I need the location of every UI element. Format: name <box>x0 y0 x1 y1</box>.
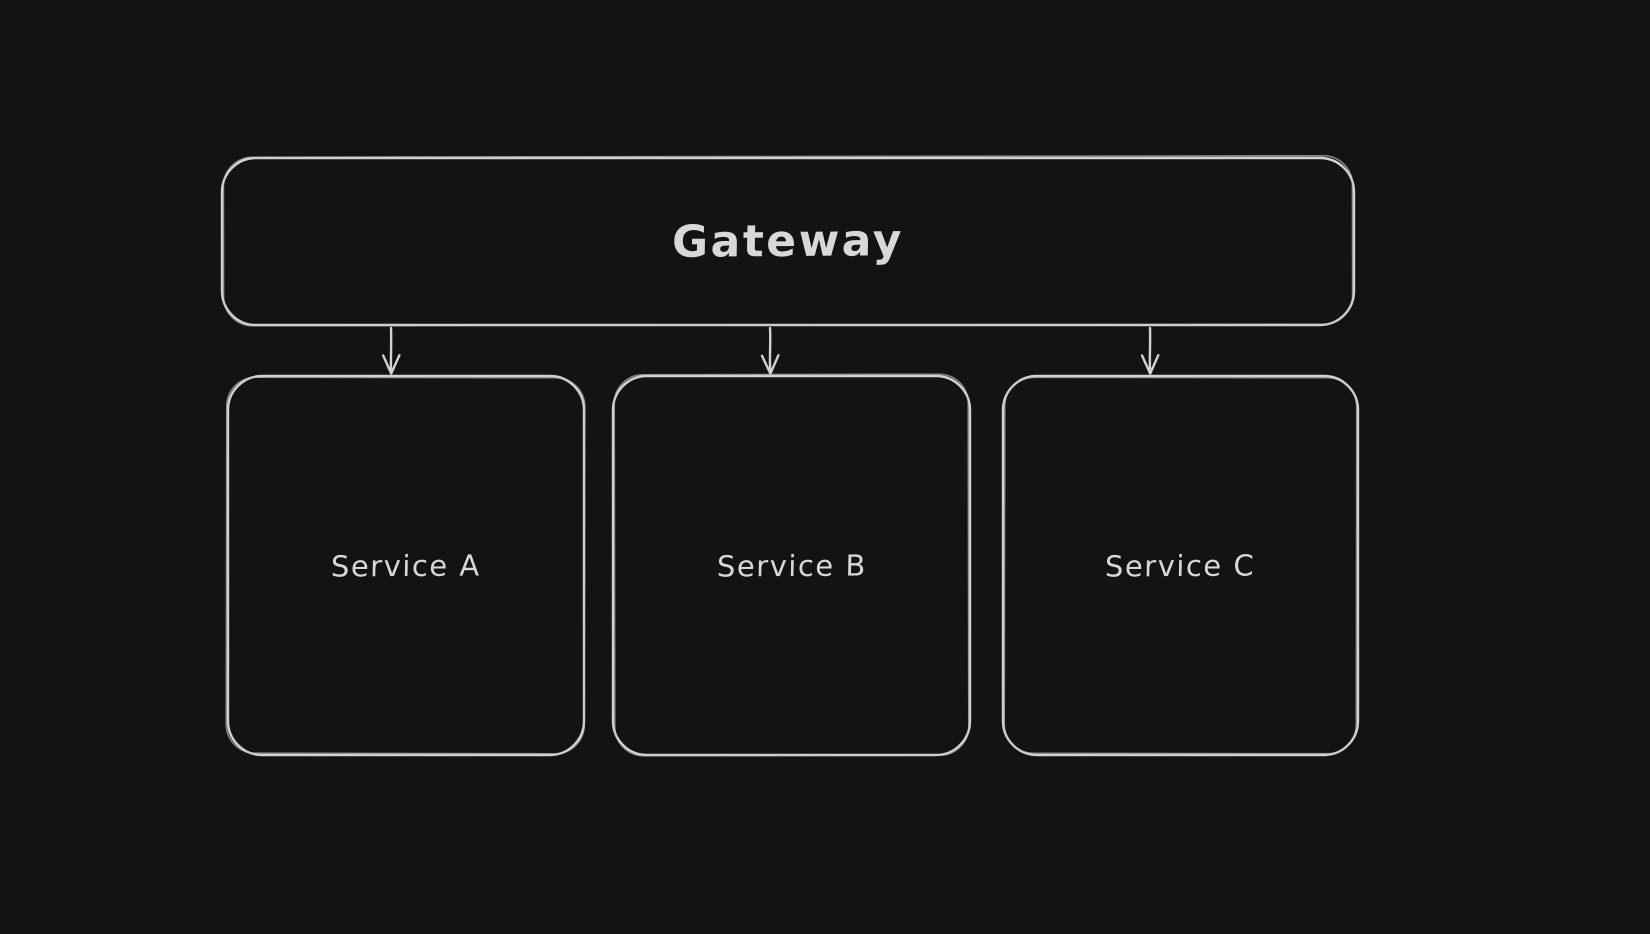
node-service-b[interactable]: Service B <box>613 376 970 755</box>
node-service-a[interactable]: Service A <box>228 376 584 755</box>
node-service-a-outline[interactable] <box>225 374 586 757</box>
edge-gateway-service-b-arrow[interactable] <box>760 326 780 375</box>
edge-gateway-service-c-arrow[interactable] <box>1140 326 1160 375</box>
node-service-c-label: Service C <box>1105 547 1256 584</box>
node-gateway-label: Gateway <box>671 215 905 268</box>
node-service-b-label: Service B <box>716 547 867 584</box>
node-gateway[interactable]: Gateway <box>222 158 1354 325</box>
node-service-b-outline[interactable] <box>611 373 972 757</box>
node-service-c[interactable]: Service C <box>1003 376 1358 755</box>
node-service-c-outline[interactable] <box>1001 374 1360 757</box>
node-gateway-outline[interactable] <box>220 154 1356 327</box>
edge-gateway-service-a-arrow[interactable] <box>382 326 401 375</box>
node-service-a-label: Service A <box>330 547 482 584</box>
